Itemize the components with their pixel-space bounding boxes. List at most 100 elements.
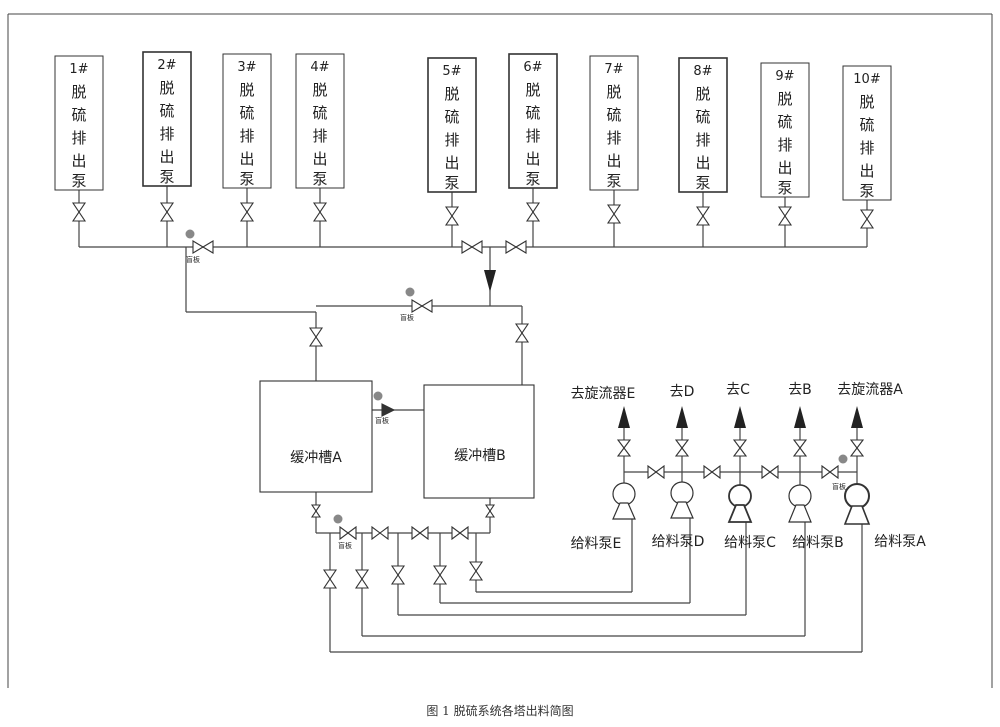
- svg-text:排: 排: [525, 127, 540, 145]
- drain-pump-2: 2# 脱 硫 排 出 泵: [142, 51, 192, 187]
- svg-text:脱: 脱: [606, 83, 621, 101]
- drain-pump-7: 7# 脱 硫 排 出 泵: [589, 55, 639, 191]
- valve-icon: [71, 202, 87, 222]
- blind-plate-icon: [185, 229, 195, 239]
- svg-text:盲板: 盲板: [832, 482, 846, 491]
- svg-text:硫: 硫: [312, 104, 327, 122]
- svg-text:给料泵B: 给料泵B: [792, 535, 844, 551]
- svg-text:2#: 2#: [157, 58, 176, 73]
- svg-text:出: 出: [525, 150, 540, 168]
- valve-icon: [616, 439, 632, 457]
- svg-text:10#: 10#: [853, 72, 880, 87]
- svg-text:出: 出: [777, 159, 792, 177]
- svg-text:硫: 硫: [71, 106, 86, 124]
- valve-icon: [821, 464, 839, 480]
- svg-text:排: 排: [159, 125, 174, 143]
- svg-text:排: 排: [695, 131, 710, 149]
- svg-text:排: 排: [859, 139, 874, 157]
- valve-icon: [192, 240, 214, 254]
- svg-text:硫: 硫: [859, 116, 874, 134]
- svg-text:盲板: 盲板: [400, 313, 414, 322]
- svg-text:脱: 脱: [859, 93, 874, 111]
- valve-icon: [390, 565, 406, 585]
- svg-text:硫: 硫: [606, 106, 621, 124]
- svg-text:给料泵E: 给料泵E: [571, 536, 622, 552]
- svg-text:8#: 8#: [693, 64, 712, 79]
- drain-pump-9: 9# 脱 硫 排 出 泵: [760, 62, 810, 198]
- svg-text:排: 排: [777, 136, 792, 154]
- valve-icon: [777, 206, 793, 226]
- buffer-tank-b: 缓冲槽B: [423, 384, 535, 499]
- up-arrow-icon: [734, 406, 746, 428]
- drain-pump-6: 6# 脱 硫 排 出 泵: [508, 53, 558, 189]
- valve-icon: [703, 464, 721, 480]
- svg-text:去B: 去B: [788, 382, 812, 398]
- svg-text:3#: 3#: [237, 60, 256, 75]
- drain-pump-3: 3# 脱 硫 排 出 泵: [222, 53, 272, 189]
- valve-icon: [505, 240, 527, 254]
- svg-text:6#: 6#: [523, 60, 542, 75]
- valve-icon: [514, 323, 530, 343]
- valve-icon: [761, 464, 779, 480]
- svg-text:泵: 泵: [606, 172, 621, 190]
- feed-pump-a: [843, 483, 871, 525]
- valve-icon: [322, 569, 338, 589]
- svg-text:排: 排: [71, 129, 86, 147]
- svg-text:排: 排: [312, 127, 327, 145]
- svg-text:泵: 泵: [444, 174, 459, 192]
- valve-icon: [310, 504, 322, 518]
- svg-text:泵: 泵: [239, 170, 254, 188]
- svg-text:泵: 泵: [159, 168, 174, 186]
- svg-text:出: 出: [239, 150, 254, 168]
- valve-icon: [451, 525, 469, 541]
- svg-text:脱: 脱: [695, 85, 710, 103]
- svg-text:出: 出: [71, 152, 86, 170]
- svg-text:盲板: 盲板: [338, 541, 352, 550]
- svg-text:盲板: 盲板: [375, 416, 389, 425]
- valve-icon: [468, 561, 484, 581]
- up-arrow-icon: [618, 406, 630, 428]
- svg-text:给料泵A: 给料泵A: [874, 534, 926, 550]
- svg-text:7#: 7#: [604, 62, 623, 77]
- blind-plate-icon: [373, 391, 383, 401]
- blind-plate-icon: [838, 454, 848, 464]
- svg-text:排: 排: [606, 129, 621, 147]
- destination-labels: 去旋流器E 去D 去C 去B 去旋流器A: [571, 382, 904, 402]
- feed-pump-e: [612, 482, 636, 520]
- svg-text:脱: 脱: [71, 83, 86, 101]
- up-arrow-icon: [794, 406, 806, 428]
- destination-arrows: [618, 406, 863, 428]
- up-arrow-icon: [851, 406, 863, 428]
- svg-text:缓冲槽B: 缓冲槽B: [454, 448, 506, 464]
- svg-text:4#: 4#: [310, 60, 329, 75]
- feed-pump-c: [727, 484, 753, 523]
- svg-text:排: 排: [239, 127, 254, 145]
- valve-icon: [647, 464, 665, 480]
- svg-text:出: 出: [859, 162, 874, 180]
- svg-text:硫: 硫: [777, 113, 792, 131]
- valve-icon: [674, 439, 690, 457]
- svg-text:脱: 脱: [312, 81, 327, 99]
- valve-icon: [339, 525, 357, 541]
- svg-text:泵: 泵: [525, 170, 540, 188]
- valves: [71, 202, 875, 589]
- svg-text:5#: 5#: [442, 64, 461, 79]
- svg-text:排: 排: [444, 131, 459, 149]
- valve-icon: [525, 202, 541, 222]
- svg-text:出: 出: [159, 148, 174, 166]
- blind-plate-icon: [333, 514, 343, 524]
- feed-pump-d: [670, 481, 694, 519]
- valve-icon: [354, 569, 370, 589]
- valve-icon: [732, 439, 748, 457]
- drain-pump-1-number: 1#: [69, 62, 88, 77]
- valve-icon: [792, 439, 808, 457]
- svg-text:泵: 泵: [312, 170, 327, 188]
- svg-text:出: 出: [695, 154, 710, 172]
- valve-icon: [371, 525, 389, 541]
- svg-text:出: 出: [312, 150, 327, 168]
- valve-icon: [239, 202, 255, 222]
- svg-text:去D: 去D: [670, 384, 695, 400]
- svg-text:给料泵D: 给料泵D: [652, 534, 705, 550]
- svg-text:脱: 脱: [444, 85, 459, 103]
